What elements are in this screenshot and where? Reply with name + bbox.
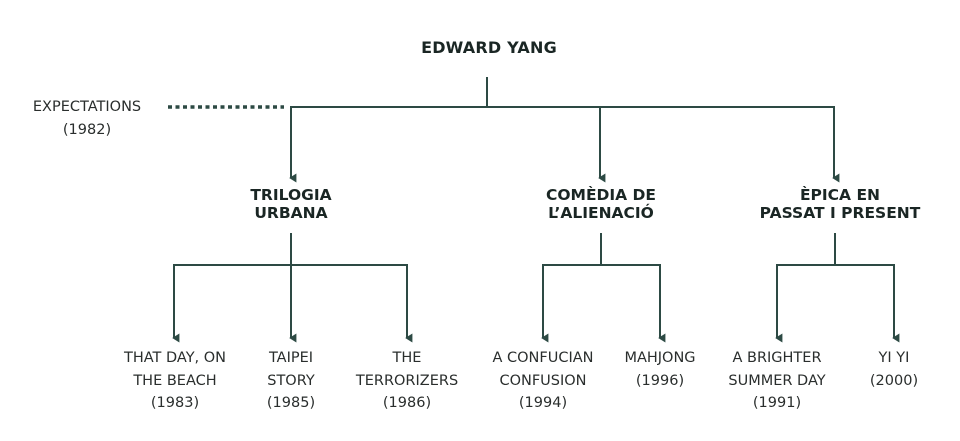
film-title-line1: THE — [392, 350, 422, 366]
film-node: THAT DAY, ON THE BEACH (1983) — [95, 347, 255, 415]
category-label-line2: PASSAT I PRESENT — [759, 204, 921, 222]
film-title-line1: YI YI — [878, 350, 910, 366]
film-node: A CONFUCIAN CONFUSION (1994) — [463, 347, 623, 415]
film-year: (1985) — [266, 395, 316, 411]
category-label-line1: ÈPICA EN — [799, 186, 881, 204]
film-year: (1994) — [518, 395, 568, 411]
root-node-title: EDWARD YANG — [421, 38, 557, 57]
side-node-expectations: EXPECTATIONS (1982) — [12, 96, 162, 141]
film-title-line1: A BRIGHTER — [732, 350, 822, 366]
film-year: (1991) — [752, 395, 802, 411]
film-node: A BRIGHTER SUMMER DAY (1991) — [697, 347, 857, 415]
film-title-line1: A CONFUCIAN — [492, 350, 594, 366]
category-label-line2: L’ALIENACIÓ — [548, 204, 654, 222]
film-year: (2000) — [869, 372, 919, 389]
film-title-line1: MAHJONG — [624, 350, 696, 366]
category-label-line1: COMÈDIA DE — [545, 186, 657, 204]
film-year: (1983) — [150, 395, 200, 411]
category-comedia-alienacio: COMÈDIA DE L’ALIENACIÓ — [491, 186, 711, 222]
category-trilogia-urbana: TRILOGIA URBANA — [181, 186, 401, 222]
category-label-line1: TRILOGIA — [250, 186, 332, 204]
film-title-line1: THAT DAY, ON — [123, 350, 227, 366]
film-title-line2: TERRORIZERS — [355, 372, 459, 389]
film-title-line2: THE BEACH — [133, 372, 217, 389]
category-label-line2: URBANA — [254, 204, 328, 222]
film-title-line2: STORY — [267, 372, 315, 389]
side-node-label: EXPECTATIONS — [32, 99, 142, 115]
film-title-line1: TAIPEI — [268, 350, 314, 366]
film-node: MAHJONG (1996) — [580, 347, 740, 392]
film-node: YI YI (2000) — [814, 347, 960, 392]
film-year: (1986) — [382, 395, 432, 411]
film-node: THE TERRORIZERS (1986) — [327, 347, 487, 415]
film-node: TAIPEI STORY (1985) — [211, 347, 371, 415]
side-node-year: (1982) — [62, 121, 112, 138]
film-year: (1996) — [635, 372, 685, 389]
film-title-line2: SUMMER DAY — [728, 372, 826, 389]
film-title-line2: CONFUSION — [499, 372, 587, 389]
category-epica-passat-present: ÈPICA EN PASSAT I PRESENT — [730, 186, 950, 222]
